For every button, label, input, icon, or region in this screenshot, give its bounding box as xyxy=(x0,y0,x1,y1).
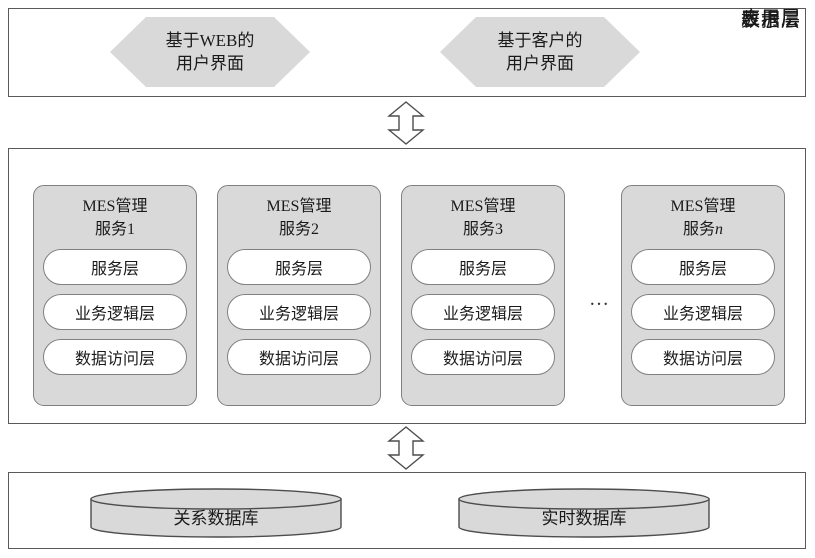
service-box-2-index: 2 xyxy=(311,221,319,238)
node-client-ui-line1: 基于客户的 xyxy=(497,31,583,50)
service-box-n-sublayer-service[interactable]: 服务层 xyxy=(631,249,775,285)
node-web-ui[interactable]: 基于WEB的 用户界面 xyxy=(110,17,310,87)
service-box-1-sublayer-service[interactable]: 服务层 xyxy=(43,249,187,285)
node-relational-database[interactable]: 关系数据库 xyxy=(90,488,342,538)
service-box-3-title-line1: MES管理 xyxy=(450,198,516,215)
service-box-2-sublayer-data-access[interactable]: 数据访问层 xyxy=(227,339,371,375)
service-box-1-title-line2: 服务1 xyxy=(94,221,135,238)
service-box-3-sublayer-business-logic[interactable]: 业务逻辑层 xyxy=(411,294,555,330)
service-box-3-index: 3 xyxy=(495,221,503,238)
service-box-n-index: n xyxy=(715,221,723,238)
connector-application-data-arrow-icon xyxy=(387,426,425,470)
service-box-2-title-line1: MES管理 xyxy=(266,198,332,215)
service-box-n-sublayer-business-logic[interactable]: 业务逻辑层 xyxy=(631,294,775,330)
service-box-1-title-line1: MES管理 xyxy=(82,198,148,215)
service-box-n[interactable]: MES管理 服务n 服务层 业务逻辑层 数据访问层 xyxy=(621,185,785,406)
node-realtime-database[interactable]: 实时数据库 xyxy=(458,488,710,538)
service-box-1-sublayer-data-access[interactable]: 数据访问层 xyxy=(43,339,187,375)
node-relational-database-label: 关系数据库 xyxy=(173,508,259,528)
node-client-ui[interactable]: 基于客户的 用户界面 xyxy=(440,17,640,87)
service-box-1[interactable]: MES管理 服务1 服务层 业务逻辑层 数据访问层 xyxy=(33,185,197,406)
service-box-2[interactable]: MES管理 服务2 服务层 业务逻辑层 数据访问层 xyxy=(217,185,381,406)
service-box-3[interactable]: MES管理 服务3 服务层 业务逻辑层 数据访问层 xyxy=(401,185,565,406)
service-box-n-title-line2: 服务n xyxy=(682,221,723,238)
service-box-3-title-line2: 服务3 xyxy=(462,221,503,238)
service-box-n-title-line1: MES管理 xyxy=(670,198,736,215)
connector-presentation-application-arrow-icon xyxy=(387,101,425,145)
application-layer-label: 应用层 xyxy=(740,8,801,29)
database-cylinder-icon xyxy=(458,488,710,538)
service-box-2-sublayer-service[interactable]: 服务层 xyxy=(227,249,371,285)
node-realtime-database-label: 实时数据库 xyxy=(541,508,627,528)
service-box-3-sublayer-data-access[interactable]: 数据访问层 xyxy=(411,339,555,375)
service-box-1-index: 1 xyxy=(127,221,135,238)
service-box-2-title-line2: 服务2 xyxy=(278,221,319,238)
node-web-ui-line2: 用户界面 xyxy=(176,54,244,73)
service-box-1-title: MES管理 服务1 xyxy=(43,195,187,241)
database-cylinder-icon xyxy=(90,488,342,538)
service-box-3-sublayer-service[interactable]: 服务层 xyxy=(411,249,555,285)
service-box-1-sublayer-business-logic[interactable]: 业务逻辑层 xyxy=(43,294,187,330)
data-layer-label: 数据层 xyxy=(740,10,801,31)
node-client-ui-line2: 用户界面 xyxy=(506,54,574,73)
service-box-n-title: MES管理 服务n xyxy=(631,195,775,241)
presentation-layer-label: 表示层 xyxy=(740,10,801,31)
services-ellipsis: … xyxy=(589,288,611,310)
service-box-2-sublayer-business-logic[interactable]: 业务逻辑层 xyxy=(227,294,371,330)
node-web-ui-line1: 基于WEB的 xyxy=(165,31,255,50)
service-box-2-title: MES管理 服务2 xyxy=(227,195,371,241)
service-box-3-title: MES管理 服务3 xyxy=(411,195,555,241)
service-box-n-sublayer-data-access[interactable]: 数据访问层 xyxy=(631,339,775,375)
